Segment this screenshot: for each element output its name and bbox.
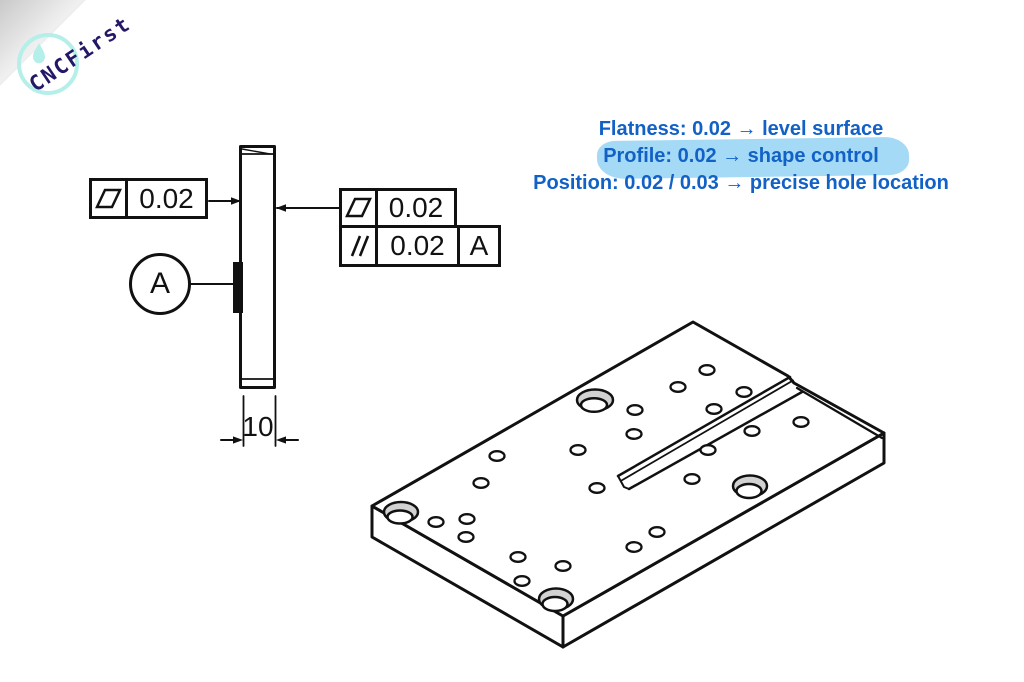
annotation-profile: Profile: 0.02 → shape control (603, 145, 879, 167)
datum-label-circle: A (129, 253, 191, 315)
flatness-icon (92, 181, 128, 216)
thickness-dimension (220, 395, 299, 447)
side-view (188, 145, 340, 447)
flatness-tolerance: 0.02 (139, 182, 194, 214)
fcf-flatness-right: 0.02 (339, 188, 457, 228)
counterbore-holes (382, 388, 769, 613)
annotation-block: Flatness: 0.02 → level surface Profile: … (441, 116, 1024, 197)
annotation-flatness: Flatness: 0.02 → level surface (598, 118, 884, 140)
fcf-flatness-left: 0.02 (89, 178, 208, 219)
logo-mark (17, 33, 79, 95)
datum-feature-marker (233, 262, 243, 313)
droplet-icon (33, 43, 45, 64)
datum-label: A (149, 267, 170, 300)
annotation-position: Position: 0.02 / 0.03 → precise hole loc… (533, 172, 949, 194)
logo-circle-icon (17, 33, 79, 95)
parallelism-icon (342, 228, 378, 264)
flatness-icon (342, 191, 378, 225)
flatness-tolerance: 0.02 (388, 192, 444, 223)
fcf-parallelism: 0.02 A (339, 225, 501, 267)
isometric-view (370, 320, 886, 649)
parallelism-tolerance: 0.02 (390, 230, 445, 261)
small-holes (427, 364, 810, 587)
dimension-value: 10 (242, 411, 274, 442)
parallelism-datum-ref: A (457, 228, 498, 264)
slot (616, 375, 804, 491)
